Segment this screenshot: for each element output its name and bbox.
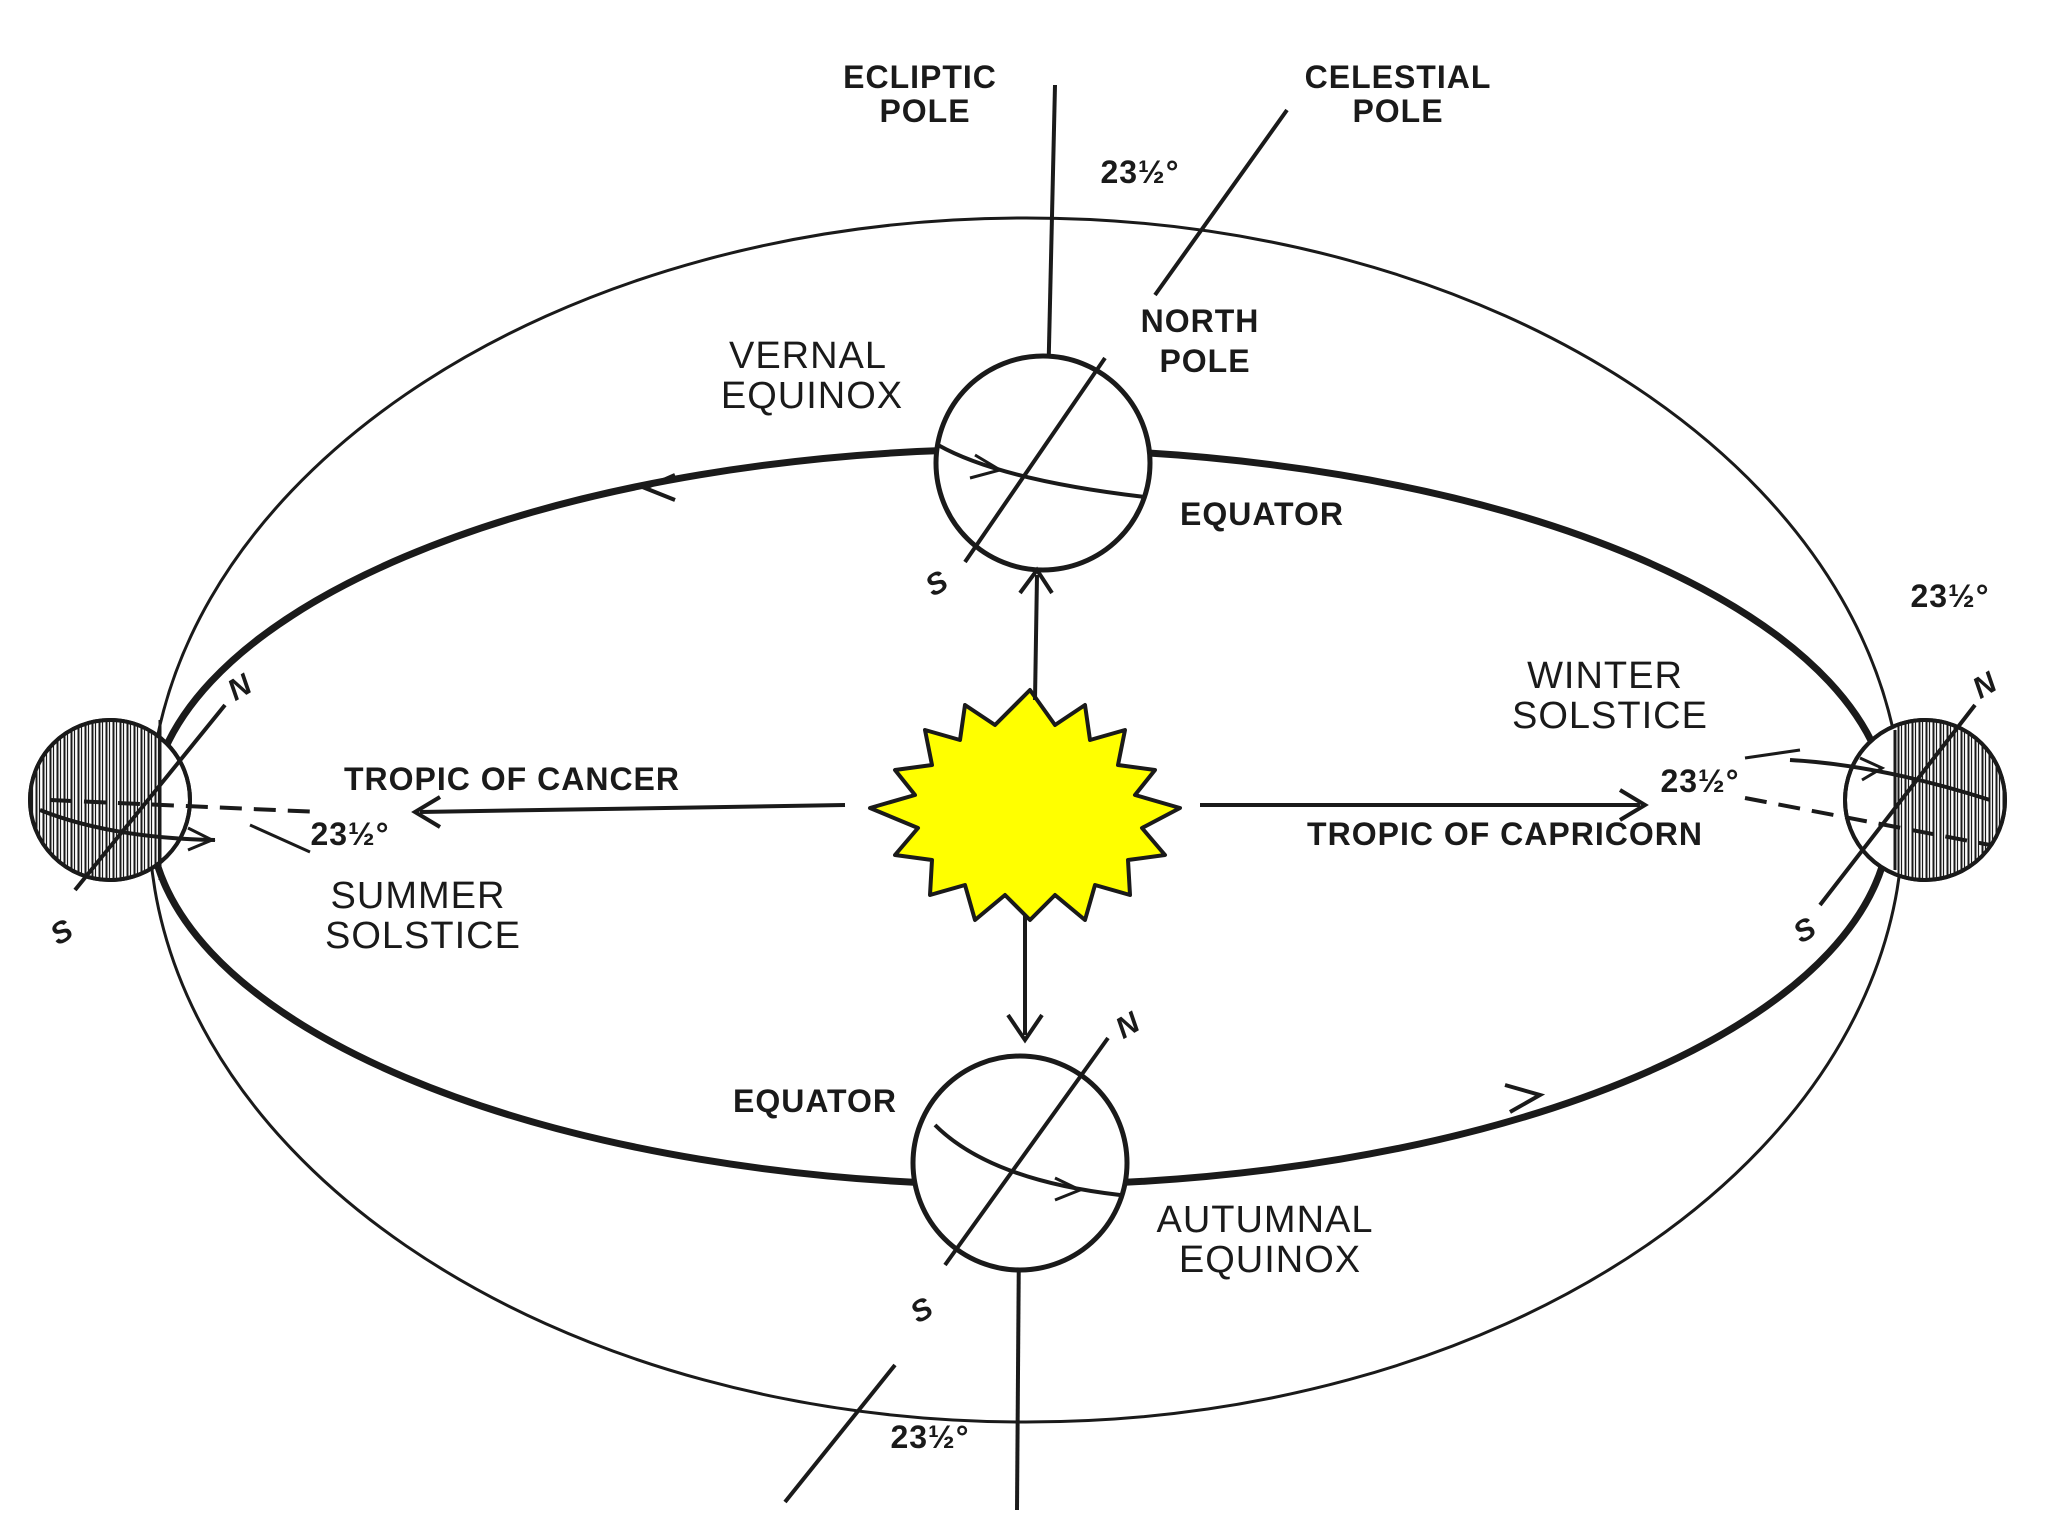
label-vernal-equinox-line2: EQUINOX bbox=[721, 375, 903, 417]
label-equator-top: EQUATOR bbox=[1180, 496, 1344, 532]
ecliptic-pole-line-bottom bbox=[1015, 1234, 1021, 1511]
label-s-bottom: S bbox=[905, 1291, 940, 1330]
label-angle-left: 23½° bbox=[310, 816, 389, 852]
label-s-top: S bbox=[920, 564, 955, 603]
earth-vernal-equinox bbox=[933, 353, 1153, 573]
label-celestial-pole-line1: CELESTIAL bbox=[1305, 59, 1492, 95]
label-angle-bottom: 23½° bbox=[890, 1419, 969, 1455]
label-n-left: N bbox=[222, 667, 258, 707]
label-summer-solstice-line2: SOLSTICE bbox=[325, 915, 521, 957]
label-tropic-of-cancer: TROPIC OF CANCER bbox=[344, 761, 680, 797]
sun bbox=[868, 688, 1182, 922]
label-winter-solstice-line1: WINTER bbox=[1527, 655, 1683, 697]
celestial-pole-line bbox=[1153, 108, 1289, 297]
orbit-arrow-bottom bbox=[1504, 1083, 1546, 1114]
label-angle-right-top: 23½° bbox=[1910, 578, 1989, 614]
label-ecliptic-pole-line2: POLE bbox=[879, 93, 970, 129]
label-north-pole-line1: NORTH bbox=[1141, 303, 1260, 339]
label-celestial-pole-line2: POLE bbox=[1352, 93, 1443, 129]
orbit-arrow-top bbox=[639, 473, 676, 502]
label-vernal-equinox-line1: VERNAL bbox=[729, 335, 887, 377]
label-north-pole-line2: POLE bbox=[1159, 343, 1250, 379]
earth-winter-solstice bbox=[1744, 703, 2007, 907]
label-s-left: S bbox=[45, 913, 80, 952]
celestial-pole-line-bottom bbox=[783, 1363, 897, 1504]
label-summer-solstice-line1: SUMMER bbox=[331, 875, 506, 917]
sun-arrows bbox=[411, 566, 1649, 1044]
label-tropic-of-capricorn: TROPIC OF CAPRICORN bbox=[1307, 816, 1703, 852]
label-n-right: N bbox=[1967, 665, 2003, 705]
label-winter-solstice-line2: SOLSTICE bbox=[1512, 695, 1708, 737]
label-angle-right: 23½° bbox=[1660, 763, 1739, 799]
label-autumnal-equinox-line2: EQUINOX bbox=[1179, 1239, 1361, 1281]
earth-autumnal-equinox bbox=[910, 1036, 1130, 1273]
label-ecliptic-pole-line1: ECLIPTIC bbox=[843, 59, 997, 95]
earth-summer-solstice bbox=[28, 703, 321, 892]
label-angle-top: 23½° bbox=[1100, 154, 1179, 190]
ecliptic-pole-line bbox=[1046, 84, 1057, 391]
label-autumnal-equinox-line1: AUTUMNAL bbox=[1156, 1199, 1373, 1241]
label-equator-bottom: EQUATOR bbox=[733, 1083, 897, 1119]
label-s-right: S bbox=[1788, 911, 1823, 950]
label-n-bottom: N bbox=[1110, 1005, 1146, 1045]
